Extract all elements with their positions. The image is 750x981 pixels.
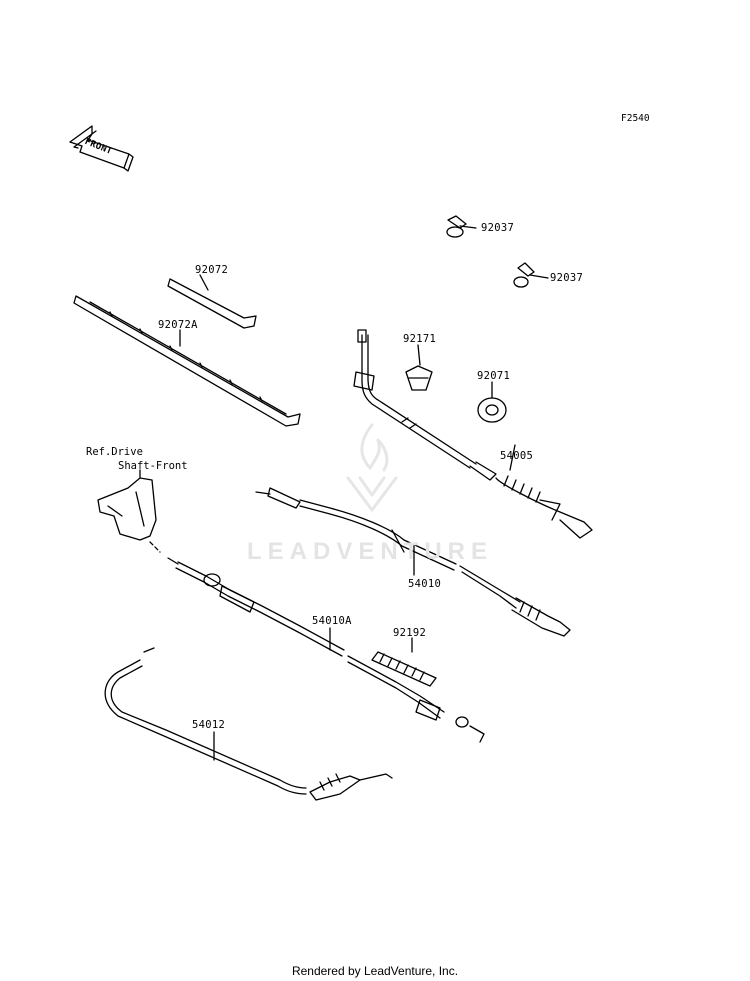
part-label-54012[interactable]: 54012 [192, 719, 226, 731]
reference-label-line2: Shaft-Front [118, 460, 188, 472]
part-label-92072[interactable]: 92072 [195, 264, 229, 276]
part-54012-cable [104, 647, 393, 801]
part-label-54010A[interactable]: 54010A [312, 615, 352, 627]
part-92037-clip-upper [446, 215, 477, 238]
part-54005-cable [353, 329, 593, 539]
drive-shaft-bracket [97, 469, 161, 553]
part-54010-cable [255, 487, 571, 637]
part-label-54010[interactable]: 54010 [408, 578, 442, 590]
footer-credit: Rendered by LeadVenture, Inc. [291, 964, 459, 978]
front-arrow-icon [69, 125, 134, 172]
part-label-92037-upper[interactable]: 92037 [481, 222, 515, 234]
part-label-92171[interactable]: 92171 [403, 333, 437, 345]
part-label-92037-lower[interactable]: 92037 [550, 272, 584, 284]
part-92192-spring [371, 637, 437, 687]
part-label-92072A[interactable]: 92072A [158, 319, 198, 331]
part-92071-grommet [477, 381, 507, 423]
part-92072A-tie-strap [73, 295, 301, 427]
part-label-92071[interactable]: 92071 [477, 370, 511, 382]
part-label-54005[interactable]: 54005 [500, 450, 534, 462]
part-92171-retainer [405, 344, 433, 391]
part-92037-clip-lower [513, 262, 549, 288]
part-92072-tie-strap [167, 274, 257, 329]
part-label-92192[interactable]: 92192 [393, 627, 427, 639]
watermark-text: LEADVENTURE [247, 538, 494, 565]
diagram-code: F2540 [621, 113, 650, 124]
watermark-logo-icon [346, 423, 398, 512]
part-54010A-cable [167, 557, 485, 743]
reference-label-line1: Ref.Drive [86, 446, 143, 458]
